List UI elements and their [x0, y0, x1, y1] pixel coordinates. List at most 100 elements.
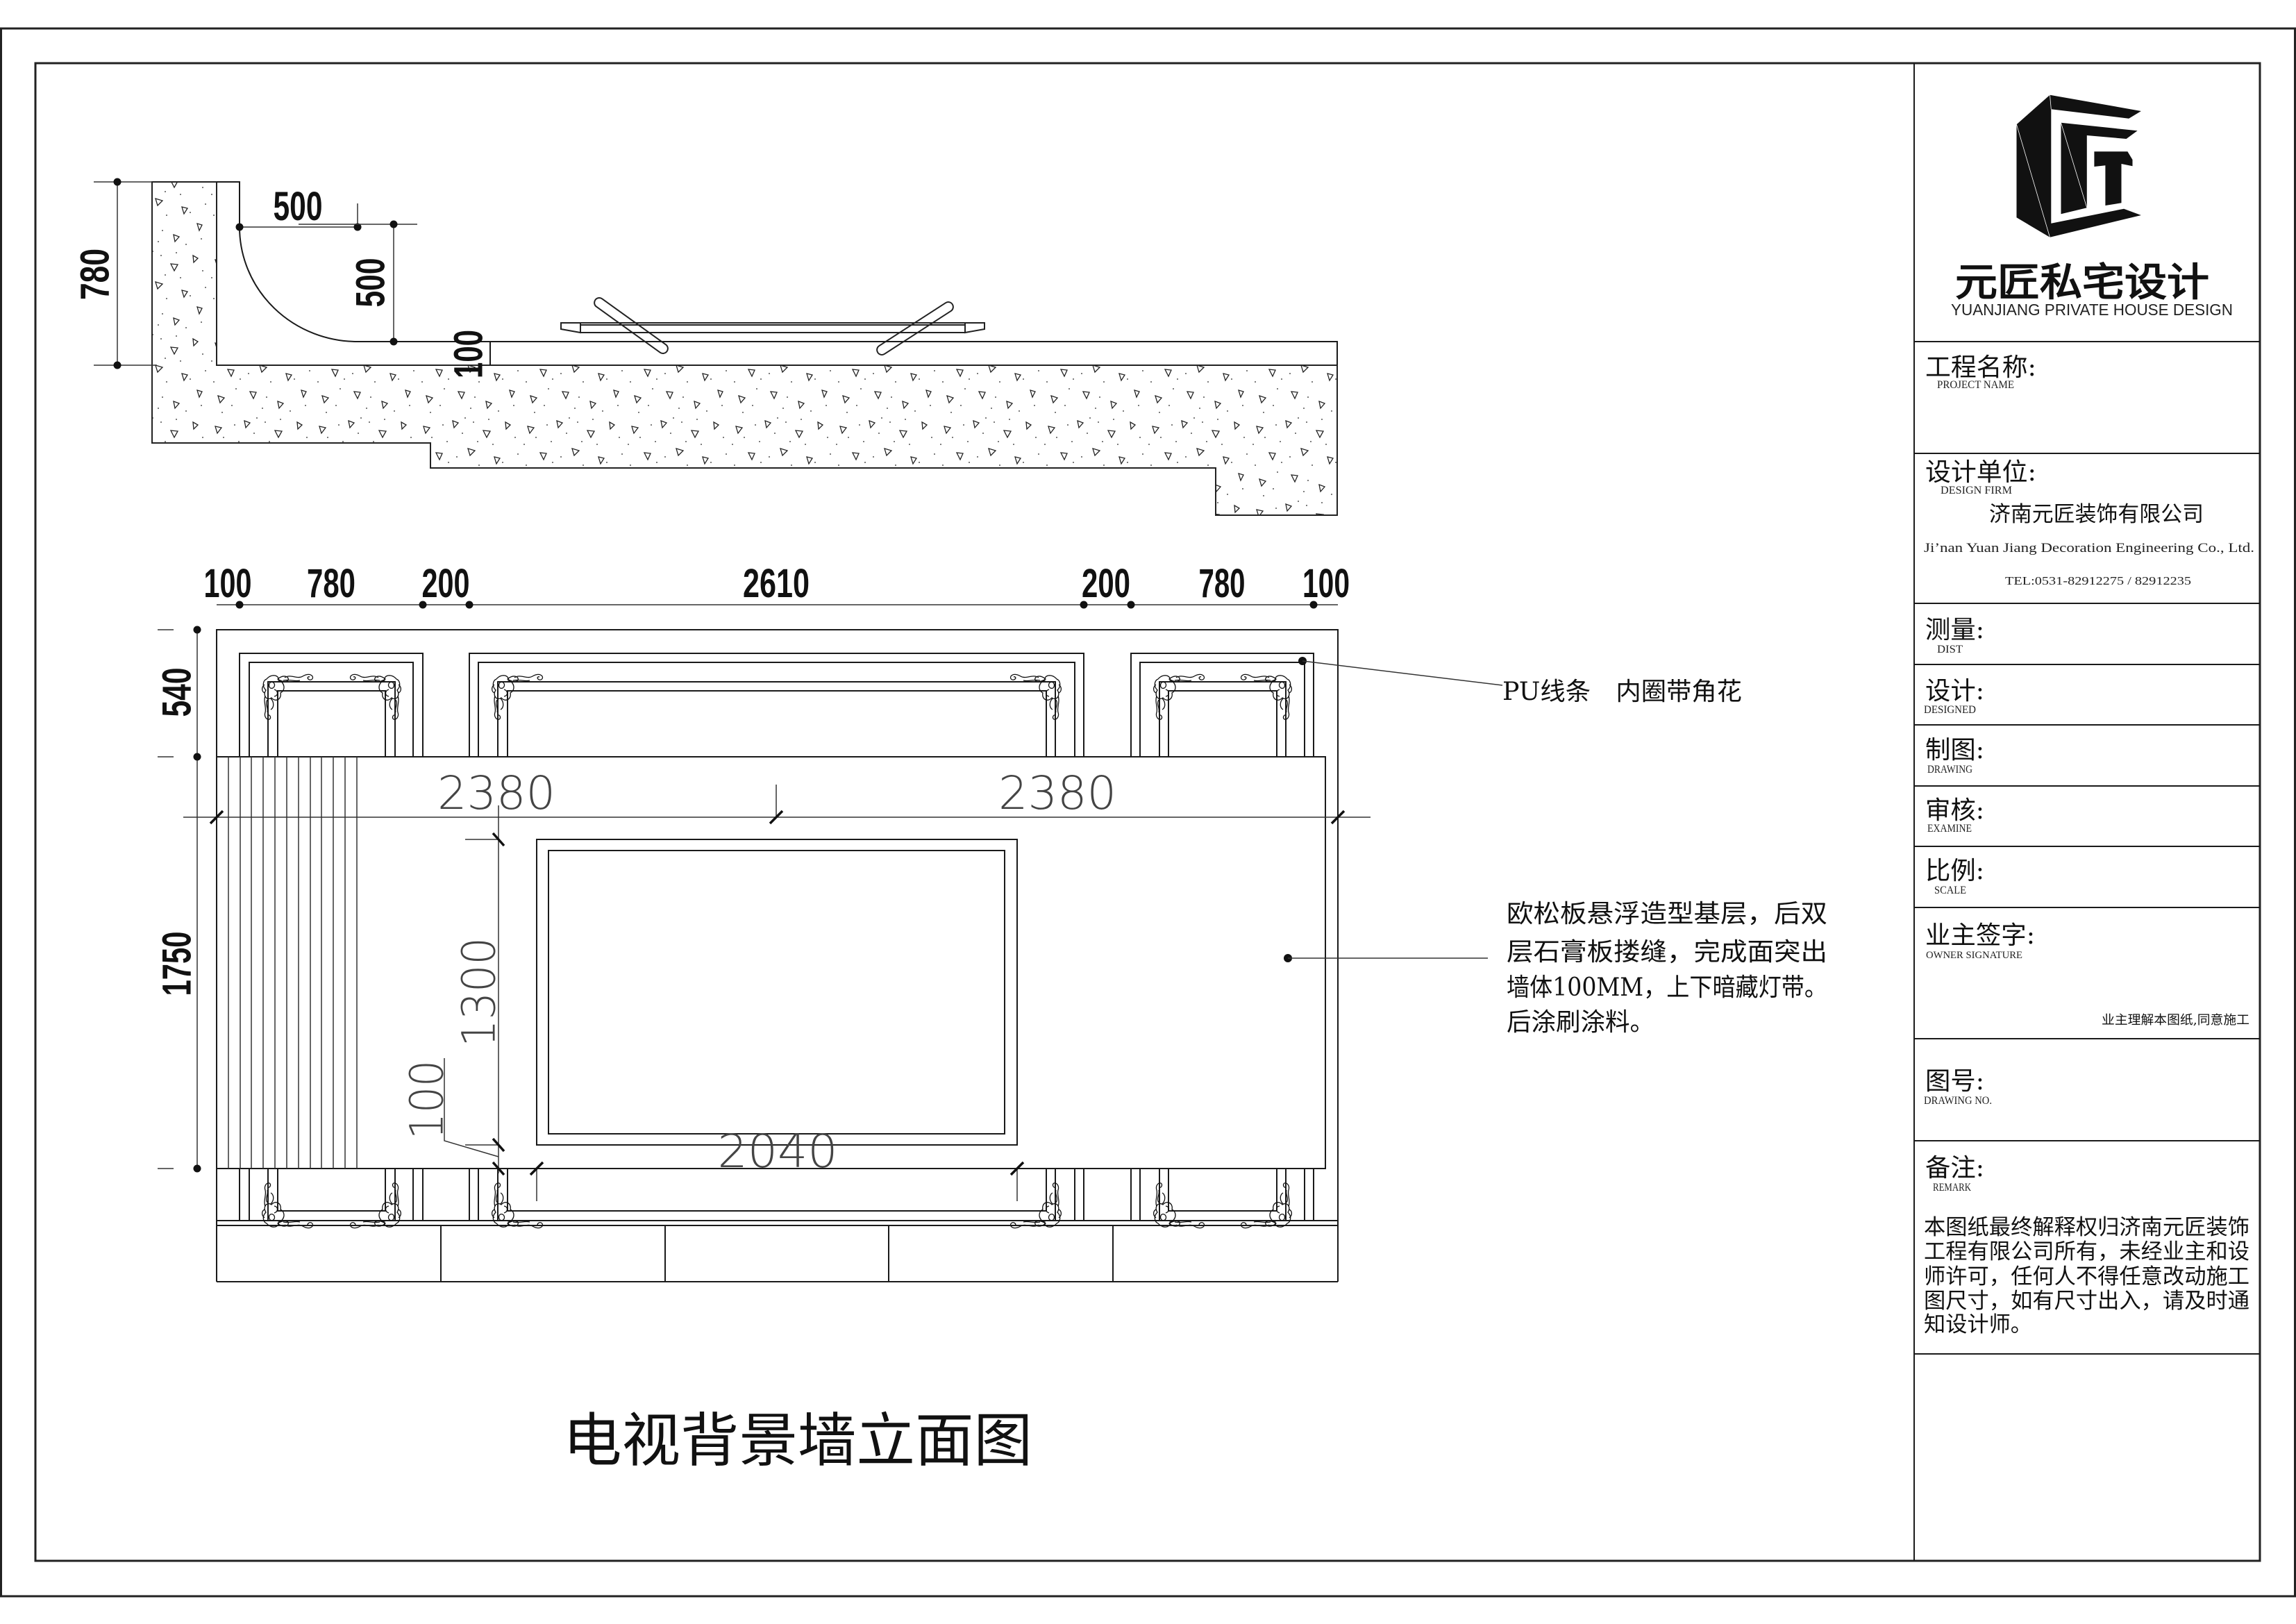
plan-dimensions: 780 500 500 100 [73, 178, 492, 378]
dist-label-en: DIST [1937, 644, 1963, 655]
scale-label-en: SCALE [1934, 885, 1966, 896]
plan-dim-arc-height: 500 [349, 258, 394, 308]
designed-label-en: DESIGNED [1924, 704, 1976, 716]
plan-tv-left-cap [560, 322, 581, 334]
top-dim-dot [1080, 601, 1088, 609]
plan-view: 780 500 500 100 [73, 178, 1338, 516]
plan-dim-dot [353, 223, 362, 231]
owner-consent-note: 业主理解本图纸,同意施工 [2102, 1013, 2249, 1028]
project-name-label: 工程名称: [1925, 353, 2036, 382]
elevation-left-dimension-chain: 540 1750 [155, 626, 201, 1173]
drawing-label-en: DRAWING [1927, 764, 1972, 776]
left-dim-lines [158, 629, 198, 1169]
dim-tick [769, 810, 784, 825]
remark-line: 本图纸最终解释权归济南元匠装饰 [1924, 1215, 2249, 1240]
dim-tick [1009, 1161, 1025, 1176]
leader-line [1302, 660, 1503, 686]
plan-dim-board-offset: 100 [446, 330, 492, 378]
band-groove-lines [228, 757, 358, 1169]
brand-name-cn: 元匠私宅设计 [1955, 260, 2209, 305]
panel-left-lower-frame [239, 1169, 424, 1221]
top-dim-dot [419, 601, 427, 609]
remark-line: 图尺寸，如有尺寸出入，请及时通 [1924, 1289, 2249, 1314]
plan-curved-corner-arc [239, 226, 358, 342]
company-phone: TEL:0531-82912275 / 82912235 [2005, 574, 2191, 587]
top-dim-label: 100 [204, 561, 252, 606]
remark-line: 师许可，任何人不得任意改动施工 [1924, 1264, 2249, 1289]
plan-dim-wall-depth: 780 [73, 249, 118, 300]
top-dim-dot [1127, 601, 1135, 609]
panel-right-upper-frame [1130, 653, 1314, 757]
company-name-en: Ji’nan Yuan Jiang Decoration Engineering… [1924, 541, 2254, 555]
sheet-outer-border [0, 27, 2296, 1598]
project-name-label-en: PROJECT NAME [1937, 379, 2014, 391]
dim-right-half: 2380 [998, 767, 1116, 820]
left-dim-dot [193, 1164, 201, 1173]
owner-signature-label-en: OWNER SIGNATURE [1926, 950, 2022, 961]
board-note-line: 后涂刷涂料。 [1507, 1008, 1654, 1037]
annotation-board-note: 欧松板悬浮造型基层，后双 层石膏板搂缝，完成面突出 墙体100MM，上下暗藏灯带… [1284, 900, 1827, 1037]
remark-line: 工程有限公司所有，未经业主和设 [1924, 1239, 2249, 1264]
top-dim-label: 780 [307, 561, 355, 606]
plan-dim-500-horizontal-lines [240, 203, 358, 228]
top-dim-label: 200 [1082, 561, 1130, 606]
owner-signature-label: 业主签字: [1925, 921, 2035, 950]
top-dim-label: 2610 [743, 561, 810, 606]
lower-panels [217, 1169, 1338, 1221]
title-block-row-lines [1914, 341, 2260, 1355]
logo-outer-c-shape [2016, 94, 2141, 237]
design-firm-label-en: DESIGN FIRM [1941, 485, 2012, 496]
top-dim-dot [235, 601, 244, 609]
brand-name-en: YUANJIANG PRIVATE HOUSE DESIGN [1951, 301, 2233, 319]
top-dim-label: 780 [1199, 561, 1246, 606]
sheet-inner-border [34, 62, 2261, 1562]
panel-right-lower-frame [1130, 1169, 1314, 1221]
dim-tick [492, 1137, 505, 1153]
board-note-line: 欧松板悬浮造型基层，后双 [1507, 900, 1827, 928]
plan-finish-layer-outline [217, 181, 1338, 365]
logo-inner-t-shape [2094, 151, 2133, 206]
dim-tick [209, 810, 224, 825]
panel-left-upper-frame [239, 653, 424, 757]
dim-frame-offset: 100 [401, 1060, 454, 1139]
band-dimensions: 2380 2380 1300 100 2040 [183, 767, 1371, 1201]
plan-tv-left-leg [594, 297, 669, 354]
examine-label: 审核: [1925, 796, 1984, 825]
design-firm-label: 设计单位: [1925, 458, 2036, 487]
plan-concrete-wall-hatch [151, 181, 1338, 516]
dim-tick [492, 832, 505, 847]
remark-line: 知设计师。 [1924, 1312, 2032, 1337]
remark-label: 备注: [1925, 1154, 1984, 1182]
dim-tick [1330, 810, 1346, 825]
plan-dim-dot [235, 223, 244, 231]
drawing-no-label-en: DRAWING NO. [1924, 1095, 1992, 1107]
tv-frame-outer [536, 839, 1018, 1146]
drawing-title: 电视背景墙立面图 [563, 1407, 1032, 1475]
top-dim-dot [465, 601, 474, 609]
plan-dim-780-lines [94, 181, 157, 366]
plan-dim-dot [389, 337, 398, 346]
plan-dim-dot [113, 178, 121, 186]
board-note-line: 墙体100MM，上下暗藏灯带。 [1507, 973, 1827, 1002]
dim-upper-height: 540 [155, 668, 200, 717]
plan-dim-dot [113, 361, 121, 369]
title-block: 元匠私宅设计 YUANJIANG PRIVATE HOUSE DESIGN 工程… [1913, 63, 2260, 1561]
logo-facet-lines [2016, 94, 2088, 237]
plan-tv-right-leg [876, 301, 954, 355]
designed-label: 设计: [1925, 677, 1984, 705]
board-note-line: 层石膏板搂缝，完成面突出 [1507, 938, 1827, 966]
logo-inner-e-shape [2061, 122, 2138, 215]
pu-molding-note: PU线条 内圈带角花 [1502, 678, 1742, 706]
upper-panels [239, 653, 1314, 757]
plan-tv-icon [560, 297, 985, 355]
left-dim-dot [193, 753, 201, 761]
examine-label-en: EXAMINE [1927, 823, 1972, 835]
left-dim-dot [193, 626, 201, 634]
dist-label: 测量: [1925, 616, 1984, 644]
dim-left-half: 2380 [437, 767, 555, 820]
dim-band-height: 1750 [155, 932, 200, 996]
panel-center-lower-frame [469, 1169, 1084, 1221]
elevation-view: 100 780 200 2610 200 780 100 540 1750 [155, 561, 1827, 1282]
remark-label-en: REMARK [1933, 1182, 1971, 1194]
drawing-label: 制图: [1925, 736, 1984, 764]
